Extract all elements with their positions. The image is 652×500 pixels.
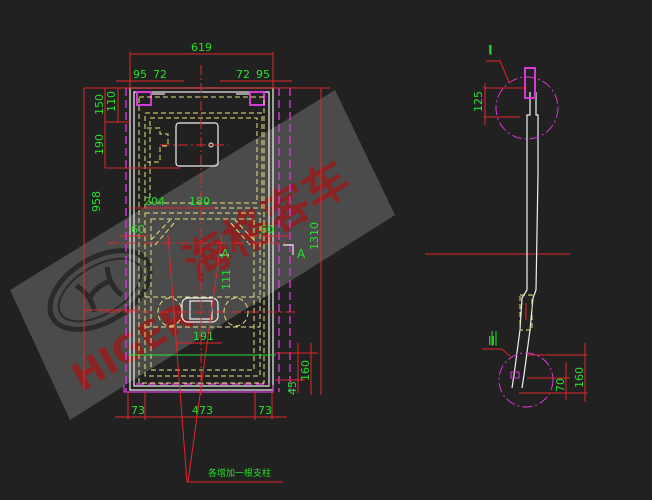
dim-text-110: 110 (105, 91, 118, 112)
detail-i-label: I (488, 43, 492, 57)
side-view: I 125 II 70 160 (425, 43, 588, 408)
bottom-detail-mark-icon (510, 371, 520, 379)
section-a-right-label: A (297, 247, 306, 261)
dim-text-160-front: 160 (299, 360, 312, 381)
detail-ii-label: II (488, 334, 495, 348)
dim-text-95-right: 95 (256, 68, 270, 81)
dim-text-70: 70 (554, 378, 567, 392)
detail-circle-ii (498, 352, 554, 408)
dim-text-45: 45 (286, 381, 299, 395)
hidden-diagonal-left-2 (154, 221, 176, 246)
watermark-band (10, 90, 395, 420)
hidden-arc-right (223, 297, 249, 327)
dim-text-1310: 1310 (308, 222, 321, 250)
hidden-frame-upper (144, 112, 263, 209)
detail-i-leader (486, 60, 510, 83)
section-a-right-mark (283, 244, 294, 255)
dim-text-72-right: 72 (236, 68, 250, 81)
dim-text-125: 125 (472, 91, 485, 112)
profile-inner (521, 92, 539, 389)
hidden-diagonal-right (229, 221, 251, 246)
dim-text-60-left: 60 (131, 223, 145, 236)
dim-text-190: 190 (93, 134, 106, 155)
dim-text-73-left: 73 (131, 404, 145, 417)
dim-text-95-left: 95 (133, 68, 147, 81)
dim-text-150: 150 (93, 94, 106, 115)
dim-text-958: 958 (90, 191, 103, 212)
dim-text-619: 619 (191, 41, 212, 54)
dim-text-473: 473 (192, 404, 213, 417)
hidden-diagonal-left (150, 219, 171, 241)
dim-text-160-side: 160 (573, 367, 586, 388)
hinge-left-icon (136, 91, 152, 106)
dim-text-72-left: 72 (153, 68, 167, 81)
latch-block-icon (519, 294, 533, 331)
dim-text-180: 180 (189, 195, 210, 208)
hidden-diagonal-right-2 (234, 219, 255, 241)
dim-text-73-right: 73 (258, 404, 272, 417)
detail-circle-i (495, 76, 559, 140)
hinge-right-icon (249, 91, 265, 106)
section-a-left-label: A (221, 247, 230, 261)
phantom-bottom-frame (123, 385, 274, 393)
dim-text-111: 111 (220, 269, 233, 290)
dim-text-204: 204 (144, 195, 165, 208)
leader-line-left (167, 234, 188, 483)
dim-text-191: 191 (193, 330, 214, 343)
top-hinge-icon (524, 67, 536, 99)
note-text: 各增加一根支柱 (208, 467, 271, 479)
dim-text-60-right: 60 (260, 223, 274, 236)
front-view: A A 619 95 72 72 95 958 150 110 190 204 … (83, 41, 330, 483)
profile-outer (511, 92, 531, 389)
hidden-frame-lower (144, 212, 261, 377)
hidden-frame-lower-inner (150, 218, 255, 371)
detail-ii-leader (482, 348, 511, 357)
hidden-bracket (147, 127, 169, 163)
latch-cutout (181, 297, 219, 323)
leader-line-right (187, 234, 223, 483)
